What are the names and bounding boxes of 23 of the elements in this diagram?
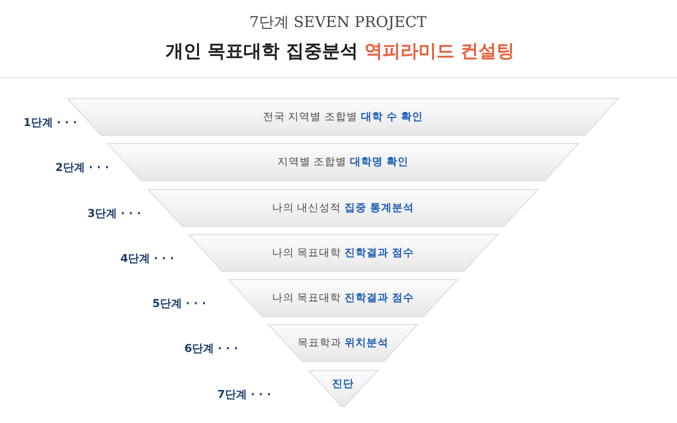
- step-label: 6단계 · · ·: [184, 342, 238, 356]
- pyramid-band: [107, 143, 579, 181]
- step-label: 3단계 · · ·: [87, 207, 141, 221]
- band-label: 나의 목표대학 진학결과 점수: [272, 246, 414, 260]
- band-label: 진단: [332, 377, 354, 392]
- pyramid-band: [188, 234, 498, 272]
- subtitle: 7단계 SEVEN PROJECT: [249, 13, 427, 31]
- pyramid-band: [308, 370, 378, 407]
- band-label: 나의 내신성적 집중 통계분석: [272, 201, 414, 215]
- step-label: 4단계 · · ·: [120, 252, 174, 266]
- pyramid-band: [228, 279, 458, 317]
- pyramid-band: [148, 189, 538, 227]
- band-label: 지역별 조합별 대학명 확인: [277, 155, 409, 169]
- step-label: 5단계 · · ·: [152, 297, 206, 311]
- band-label: 목표학과 위치분석: [297, 336, 389, 350]
- band-label: 전국 지역별 조합별 대학 수 확인: [262, 110, 424, 124]
- step-label: 1단계 · · ·: [23, 116, 77, 130]
- step-label: 7단계 · · ·: [217, 388, 271, 402]
- heading: 개인 목표대학 집중분석 역피라미드 컨설팅: [165, 41, 515, 63]
- pyramid-band: [268, 324, 418, 362]
- step-label: 2단계 · · ·: [55, 161, 109, 175]
- band-label: 나의 목표대학 진학결과 점수: [272, 291, 414, 305]
- pyramid-band: [67, 98, 619, 136]
